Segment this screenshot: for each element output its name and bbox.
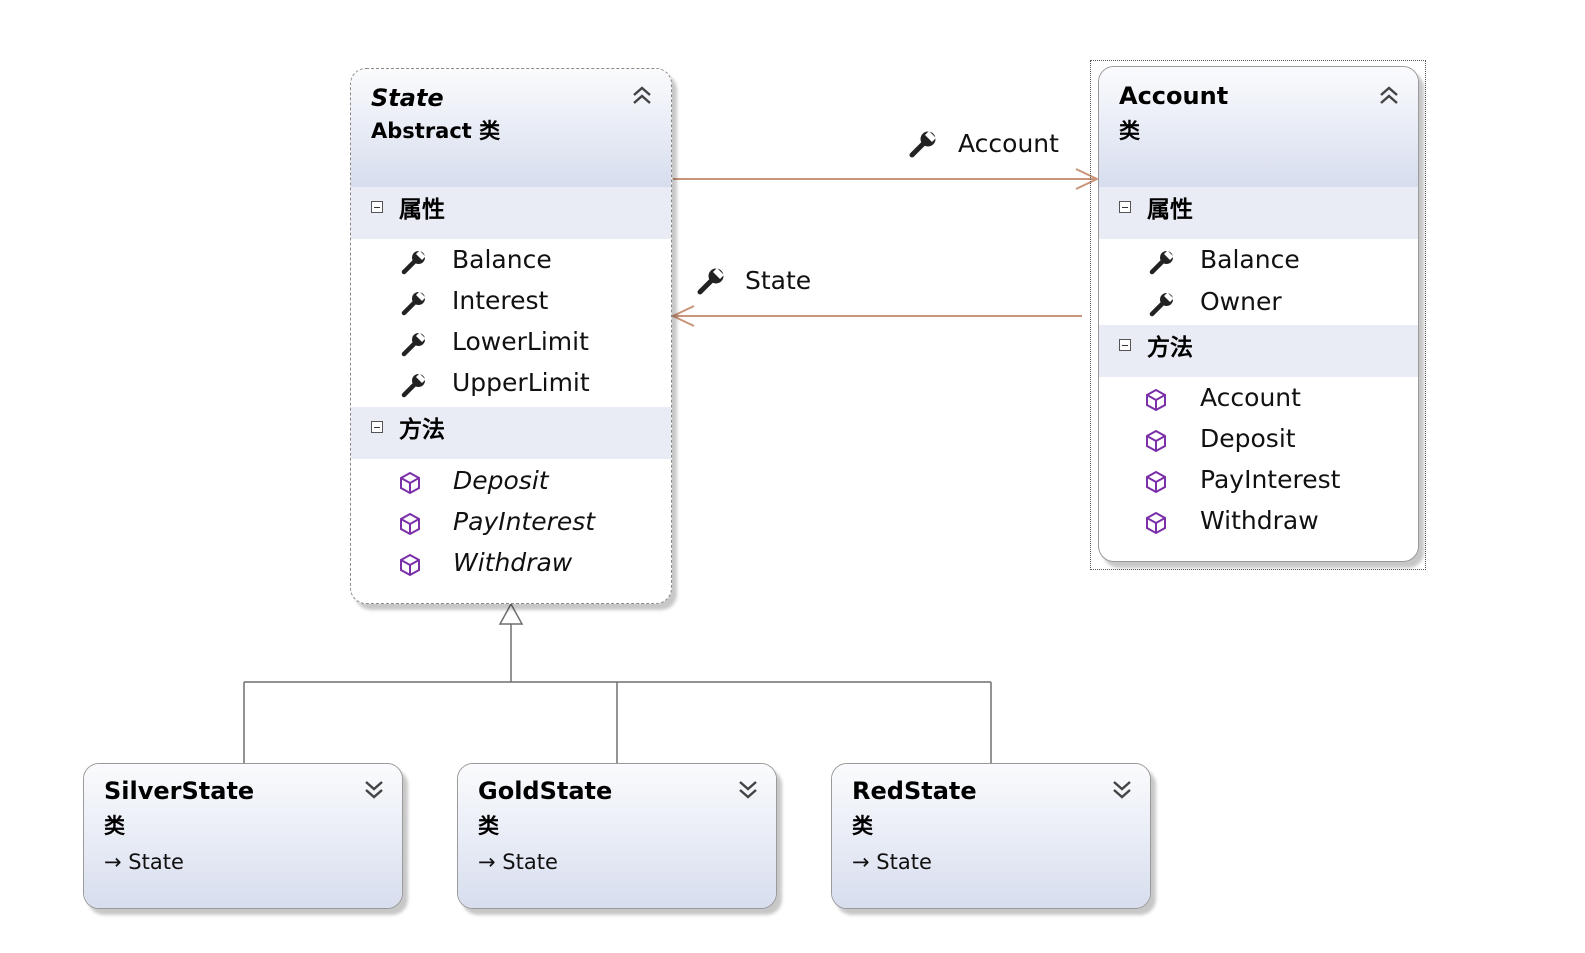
member-name: Deposit xyxy=(453,466,549,495)
wrench-icon xyxy=(401,332,426,357)
wrench-icon xyxy=(1149,292,1174,317)
collapse-chevron-icon[interactable] xyxy=(630,83,654,107)
section-methods[interactable]: 方法 xyxy=(1099,325,1418,377)
property-row[interactable]: UpperLimit xyxy=(351,363,671,403)
member-name: PayInterest xyxy=(1200,465,1341,494)
member-name: Balance xyxy=(452,245,552,274)
section-collapse-icon[interactable] xyxy=(1119,201,1131,213)
class-silverstate[interactable]: SilverState 类 → State xyxy=(83,763,403,909)
member-name: Withdraw xyxy=(453,548,573,577)
property-row[interactable]: Balance xyxy=(1099,240,1418,280)
method-row[interactable]: PayInterest xyxy=(1099,460,1418,500)
property-row[interactable]: Interest xyxy=(351,281,671,321)
section-properties[interactable]: 属性 xyxy=(351,187,671,239)
base-class-label: → State xyxy=(478,850,558,874)
class-header xyxy=(84,764,402,908)
member-name: Owner xyxy=(1200,287,1282,316)
class-kind: 类 xyxy=(104,814,125,838)
method-row[interactable]: PayInterest xyxy=(351,502,671,542)
class-name: Account xyxy=(1119,82,1229,110)
class-redstate[interactable]: RedState 类 → State xyxy=(831,763,1151,909)
method-cube-icon xyxy=(400,512,420,536)
base-class-label: → State xyxy=(104,850,184,874)
class-kind: 类 xyxy=(1119,119,1140,143)
section-label: 属性 xyxy=(1147,197,1193,223)
inheritance-connector[interactable] xyxy=(243,602,992,763)
wrench-icon xyxy=(697,268,724,295)
class-name: GoldState xyxy=(478,777,613,805)
member-name: Withdraw xyxy=(1200,506,1319,535)
class-header xyxy=(1099,67,1418,187)
expand-chevron-icon[interactable] xyxy=(736,778,760,802)
class-header xyxy=(351,69,671,187)
expand-chevron-icon[interactable] xyxy=(362,778,386,802)
property-row[interactable]: Balance xyxy=(351,240,671,280)
wrench-icon xyxy=(401,250,426,275)
wrench-icon xyxy=(1149,250,1174,275)
collapse-chevron-icon[interactable] xyxy=(1377,83,1401,107)
class-name: SilverState xyxy=(104,777,255,805)
wrench-icon xyxy=(401,373,426,398)
method-cube-icon xyxy=(1146,470,1166,494)
member-name: UpperLimit xyxy=(452,368,590,397)
class-header xyxy=(832,764,1150,908)
section-methods[interactable]: 方法 xyxy=(351,407,671,459)
property-row[interactable]: LowerLimit xyxy=(351,322,671,362)
method-cube-icon xyxy=(1146,511,1166,535)
member-name: LowerLimit xyxy=(452,327,589,356)
member-name: Interest xyxy=(452,286,549,315)
method-cube-icon xyxy=(400,553,420,577)
method-row[interactable]: Deposit xyxy=(351,461,671,501)
selection-frame xyxy=(1090,60,1426,570)
method-row[interactable]: Deposit xyxy=(1099,419,1418,459)
wrench-icon xyxy=(909,131,936,158)
method-row[interactable]: Withdraw xyxy=(351,543,671,583)
member-name: Deposit xyxy=(1200,424,1296,453)
class-name: State xyxy=(371,84,444,112)
method-cube-icon xyxy=(400,471,420,495)
method-cube-icon xyxy=(1146,429,1166,453)
class-kind: 类 xyxy=(478,814,499,838)
member-name: PayInterest xyxy=(453,507,596,536)
association-label-account: Account xyxy=(958,129,1059,158)
section-collapse-icon[interactable] xyxy=(371,201,383,213)
class-goldstate[interactable]: GoldState 类 → State xyxy=(457,763,777,909)
expand-chevron-icon[interactable] xyxy=(1110,778,1134,802)
section-label: 方法 xyxy=(399,417,445,443)
association-label-state: State xyxy=(745,266,812,295)
wrench-icon xyxy=(401,291,426,316)
class-header xyxy=(458,764,776,908)
method-row[interactable]: Withdraw xyxy=(1099,501,1418,541)
section-collapse-icon[interactable] xyxy=(371,421,383,433)
class-kind: 类 xyxy=(852,814,873,838)
association-state-to-account[interactable] xyxy=(673,168,1100,190)
section-collapse-icon[interactable] xyxy=(1119,339,1131,351)
section-properties[interactable]: 属性 xyxy=(1099,187,1418,239)
method-row[interactable]: Account xyxy=(1099,378,1418,418)
method-cube-icon xyxy=(1146,388,1166,412)
class-kind: Abstract 类 xyxy=(371,119,501,143)
section-label: 方法 xyxy=(1147,335,1193,361)
member-name: Balance xyxy=(1200,245,1300,274)
base-class-label: → State xyxy=(852,850,932,874)
section-label: 属性 xyxy=(399,197,445,223)
association-account-to-state[interactable] xyxy=(670,305,1082,327)
member-name: Account xyxy=(1200,383,1301,412)
inheritance-arrowhead xyxy=(498,602,524,625)
property-row[interactable]: Owner xyxy=(1099,282,1418,322)
class-name: RedState xyxy=(852,777,977,805)
